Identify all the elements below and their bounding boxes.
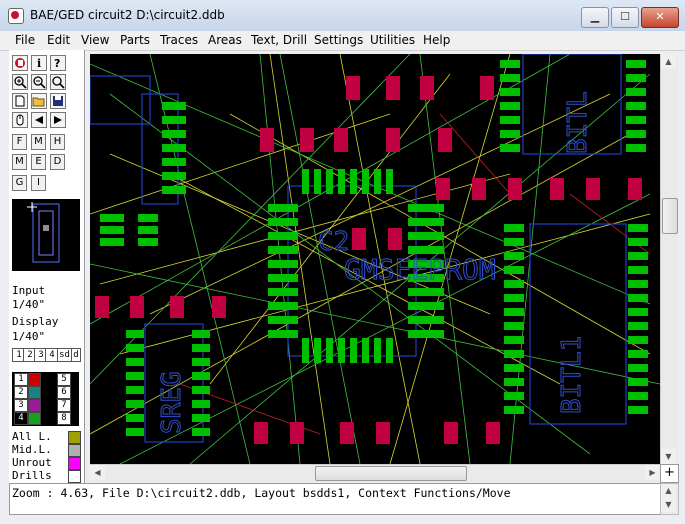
- svg-text:?: ?: [54, 57, 60, 70]
- letter-button-i[interactable]: I: [31, 175, 46, 191]
- layer-6-label[interactable]: 6: [57, 386, 71, 399]
- app-icon[interactable]: [8, 8, 24, 24]
- label-bitl: BITL: [563, 91, 593, 154]
- visibility-mid-layers[interactable]: Mid.L.: [12, 443, 52, 456]
- scroll-down-icon[interactable]: ▼: [661, 449, 676, 464]
- horizontal-scrollbar[interactable]: ◀ ▶: [90, 464, 660, 482]
- help-icon[interactable]: ?: [50, 55, 66, 71]
- layer-1-label[interactable]: 1: [14, 373, 28, 386]
- vertical-scrollbar[interactable]: ▲ ▼: [660, 54, 678, 464]
- letter-button-h[interactable]: H: [50, 134, 65, 150]
- label-c2: C2: [318, 227, 349, 257]
- letter-button-m2[interactable]: M: [12, 154, 27, 170]
- svg-text:i: i: [37, 57, 41, 70]
- layer-4-swatch[interactable]: [28, 412, 41, 425]
- info-icon[interactable]: i: [31, 55, 47, 71]
- open-icon[interactable]: [31, 93, 47, 109]
- zoom-window-icon[interactable]: [50, 74, 66, 90]
- window-title: BAE/GED circuit2 D:\circuit2.ddb: [30, 8, 225, 22]
- letter-button-d[interactable]: D: [50, 154, 65, 170]
- zoom-in-icon[interactable]: [12, 74, 28, 90]
- letter-button-f[interactable]: F: [12, 134, 27, 150]
- add-icon[interactable]: +: [660, 464, 679, 483]
- menu-view[interactable]: View: [81, 33, 109, 47]
- scroll-up-icon[interactable]: ▲: [661, 54, 676, 69]
- visibility-drills-swatch[interactable]: [68, 470, 81, 483]
- layer-3-label[interactable]: 3: [14, 399, 28, 412]
- back-icon[interactable]: [31, 112, 47, 128]
- input-label: Input: [12, 284, 45, 297]
- app-logo-icon[interactable]: [12, 55, 28, 71]
- menu-help[interactable]: Help: [423, 33, 450, 47]
- mouse-icon[interactable]: [12, 112, 28, 128]
- scroll-right-icon[interactable]: ▶: [645, 465, 660, 480]
- horizontal-scroll-thumb[interactable]: [315, 466, 467, 481]
- status-scroll-down-icon[interactable]: ▼: [661, 498, 676, 512]
- input-grid-value[interactable]: 1/40": [12, 298, 45, 311]
- layer-button-d[interactable]: d: [71, 348, 81, 362]
- label-sreg: SREG: [157, 371, 187, 434]
- overview-map[interactable]: [12, 199, 80, 271]
- visibility-mid-layers-swatch[interactable]: [68, 444, 81, 457]
- layer-3-swatch[interactable]: [28, 399, 41, 412]
- menu-areas[interactable]: Areas: [208, 33, 242, 47]
- label-bitl1: BITL1: [557, 336, 587, 414]
- menu-bar: File Edit View Parts Traces Areas Text, …: [0, 31, 685, 51]
- menu-utilities[interactable]: Utilities: [370, 33, 415, 47]
- menu-edit[interactable]: Edit: [47, 33, 70, 47]
- layer-4-label[interactable]: 4: [14, 412, 28, 425]
- status-scroll-up-icon[interactable]: ▲: [661, 484, 676, 498]
- display-grid-value[interactable]: 1/40": [12, 330, 45, 343]
- scroll-left-icon[interactable]: ◀: [90, 465, 105, 480]
- menu-traces[interactable]: Traces: [160, 33, 198, 47]
- menu-file[interactable]: File: [15, 33, 35, 47]
- minimize-button[interactable]: ▁: [581, 7, 609, 28]
- save-icon[interactable]: [50, 93, 66, 109]
- visibility-unrouted[interactable]: Unrout: [12, 456, 52, 469]
- close-button[interactable]: ✕: [641, 7, 679, 28]
- zoom-out-icon[interactable]: [31, 74, 47, 90]
- label-gmseeprom: GMSEEPROM: [344, 253, 496, 286]
- visibility-unrouted-swatch[interactable]: [68, 457, 81, 470]
- layer-1-swatch[interactable]: [28, 373, 41, 386]
- layer-selector: 1 2 3 4 5 6 7 8: [12, 372, 79, 426]
- visibility-all-layers-swatch[interactable]: [68, 431, 81, 444]
- letter-button-g[interactable]: G: [12, 175, 27, 191]
- visibility-all-layers[interactable]: All L.: [12, 430, 52, 443]
- status-bar: Zoom : 4.63, File D:\circuit2.ddb, Layou…: [9, 483, 661, 515]
- forward-icon[interactable]: [50, 112, 66, 128]
- visibility-drills[interactable]: Drills: [12, 469, 52, 482]
- layer-7-label[interactable]: 7: [57, 399, 71, 412]
- letter-button-e[interactable]: E: [31, 154, 46, 170]
- title-bar: BAE/GED circuit2 D:\circuit2.ddb ▁ ☐ ✕: [0, 0, 685, 32]
- left-panel: i ?: [9, 50, 85, 510]
- new-icon[interactable]: [12, 93, 28, 109]
- layer-button-sd[interactable]: sd: [57, 348, 72, 362]
- menu-parts[interactable]: Parts: [120, 33, 150, 47]
- layer-5-label[interactable]: 5: [57, 373, 71, 386]
- vertical-scroll-thumb[interactable]: [662, 198, 678, 234]
- menu-settings[interactable]: Settings: [314, 33, 363, 47]
- layout-canvas[interactable]: GMSEEPROM SREG BITL1 BITL C2: [90, 54, 660, 464]
- menu-text-drill[interactable]: Text, Drill: [251, 33, 307, 47]
- component-labels: GMSEEPROM SREG BITL1 BITL C2: [157, 91, 593, 434]
- layer-8-label[interactable]: 8: [57, 412, 71, 425]
- maximize-button[interactable]: ☐: [611, 7, 639, 28]
- display-label: Display: [12, 315, 58, 328]
- letter-button-m1[interactable]: M: [31, 134, 46, 150]
- status-scrollbar[interactable]: ▲ ▼: [660, 483, 679, 515]
- status-text: Zoom : 4.63, File D:\circuit2.ddb, Layou…: [12, 486, 511, 500]
- layer-2-swatch[interactable]: [28, 386, 41, 399]
- layer-2-label[interactable]: 2: [14, 386, 28, 399]
